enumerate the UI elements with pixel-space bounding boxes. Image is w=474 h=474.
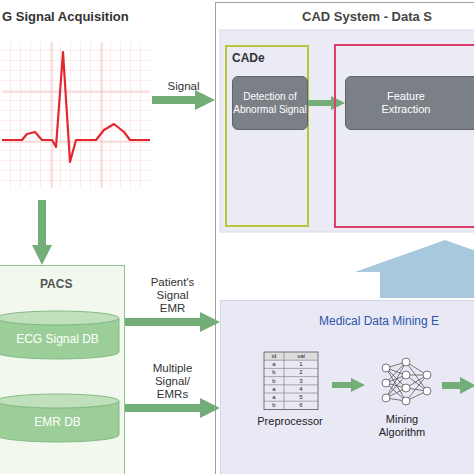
table-cell: b: [264, 377, 284, 385]
table-cell: a: [264, 385, 284, 393]
network-icon: [423, 387, 431, 395]
flow-arrow: [332, 382, 351, 388]
edge-label: Patient's Signal EMR: [144, 276, 202, 315]
table-icon: [264, 352, 318, 409]
database-cylinder: ECG Signal DB: [0, 310, 120, 360]
network-icon: [382, 358, 431, 405]
extraction-frame: [335, 45, 474, 227]
cylinder-top: [0, 394, 119, 408]
table-icon: [264, 352, 318, 409]
preprocessor-step: Preprocessor: [248, 345, 332, 437]
table-cell: b: [264, 368, 284, 376]
ecg-illustration: [2, 42, 150, 188]
process-box: Feature Extraction: [345, 76, 474, 130]
node-text: EMR DB: [0, 415, 120, 429]
table-icon: [264, 352, 318, 360]
node-text: Medical Data Mining E: [319, 314, 439, 328]
flow-arrow: [38, 200, 46, 245]
network-icon: [382, 379, 390, 387]
cade-frame: CADeDetection of Abnormal Signal: [225, 45, 309, 227]
node-text: Detection of Abnormal Signal: [233, 90, 307, 116]
network-icon: [382, 394, 390, 402]
acquisition-panel: G Signal Acquisition: [0, 5, 152, 200]
network-icon: [402, 371, 410, 379]
network-icon: [423, 371, 431, 379]
node-text: G Signal Acquisition: [2, 9, 129, 24]
upward-block-arrow: [355, 240, 474, 298]
flow-arrow: [125, 404, 200, 412]
ecg-illustration: [2, 42, 150, 188]
node-text: Feature Extraction: [372, 90, 440, 116]
process-box: Detection of Abnormal Signal: [232, 76, 308, 130]
table-cell: 4: [284, 385, 318, 393]
table-cell: 6: [284, 401, 318, 409]
table-cell: val: [284, 352, 318, 360]
system-frame: CAD System - Data S CADeDetection of Abno…: [215, 2, 474, 474]
node-text: CADe: [232, 51, 265, 65]
table-cell: 1: [284, 360, 318, 368]
table-cell: 2: [284, 368, 318, 376]
network-icon: [402, 358, 410, 366]
ecg-illustration: [2, 52, 150, 162]
flow-arrow: [308, 100, 331, 106]
network-icon: [382, 364, 390, 372]
table-cell: a: [264, 393, 284, 401]
network-icon: [386, 362, 427, 401]
table-cell: a: [264, 360, 284, 368]
outgoing-arrow: [460, 377, 474, 394]
network-icon: [402, 384, 410, 392]
table-icon: [264, 352, 318, 409]
cade-panel: [220, 30, 474, 232]
table-cell: 5: [284, 393, 318, 401]
ecg-illustration: [2, 42, 150, 188]
outgoing-arrow: [442, 377, 474, 394]
node-text: Mining Algorithm: [365, 413, 439, 439]
node-text: ECG Signal DB: [0, 332, 120, 346]
cylinder-top: [0, 311, 119, 325]
table-cell: b: [264, 401, 284, 409]
node-text: CAD System - Data S: [302, 9, 432, 24]
edge-label: Multiple Signal/ EMRs: [144, 362, 202, 401]
flow-arrow: [152, 96, 195, 104]
node-text: Preprocessor: [248, 415, 332, 427]
database-cylinder: EMR DB: [0, 393, 120, 443]
table-cell: id: [264, 352, 284, 360]
pacs-panel: PACS ECG Signal DB EMR DB: [0, 265, 125, 474]
node-text: PACS: [40, 277, 72, 291]
flow-arrow: [125, 318, 200, 326]
table-cell: 3: [284, 377, 318, 385]
network-icon: [402, 397, 410, 405]
outgoing-arrow: [442, 382, 462, 389]
edge-label: Signal: [159, 80, 209, 93]
algorithm-step: Mining Algorithm: [365, 355, 439, 443]
